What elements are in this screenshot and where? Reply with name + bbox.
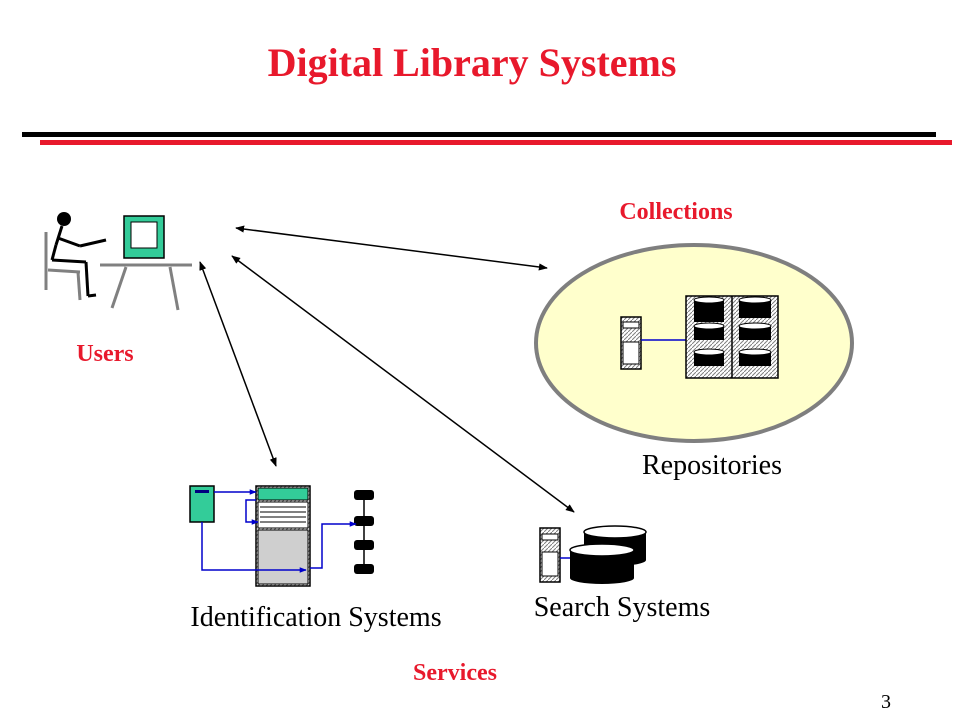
arrow-users-search [231,255,575,513]
user-at-computer-icon [44,212,192,311]
database-stack-icon [569,525,647,584]
users-label: Users [76,341,133,367]
disk-chain-icon [354,490,374,574]
page-number: 3 [881,691,891,713]
arrow-users-identification [199,261,277,467]
server-icon [539,527,561,583]
title-rule [22,132,952,145]
page-title: Digital Library Systems [268,40,677,85]
identification-systems-label: Identification Systems [190,602,441,633]
search-systems-label: Search Systems [534,592,711,623]
server-icon [620,316,642,370]
search-system-group [539,525,647,584]
collections-label: Collections [619,199,732,225]
repository-group [620,295,779,379]
identification-connectors [201,489,357,573]
database-stack-icon [685,295,779,379]
arrow-users-collections [235,225,548,271]
repositories-label: Repositories [642,450,782,481]
services-label: Services [413,660,497,686]
server-icon [189,485,215,523]
document-index-icon [255,485,311,587]
identification-system-group [189,485,374,587]
